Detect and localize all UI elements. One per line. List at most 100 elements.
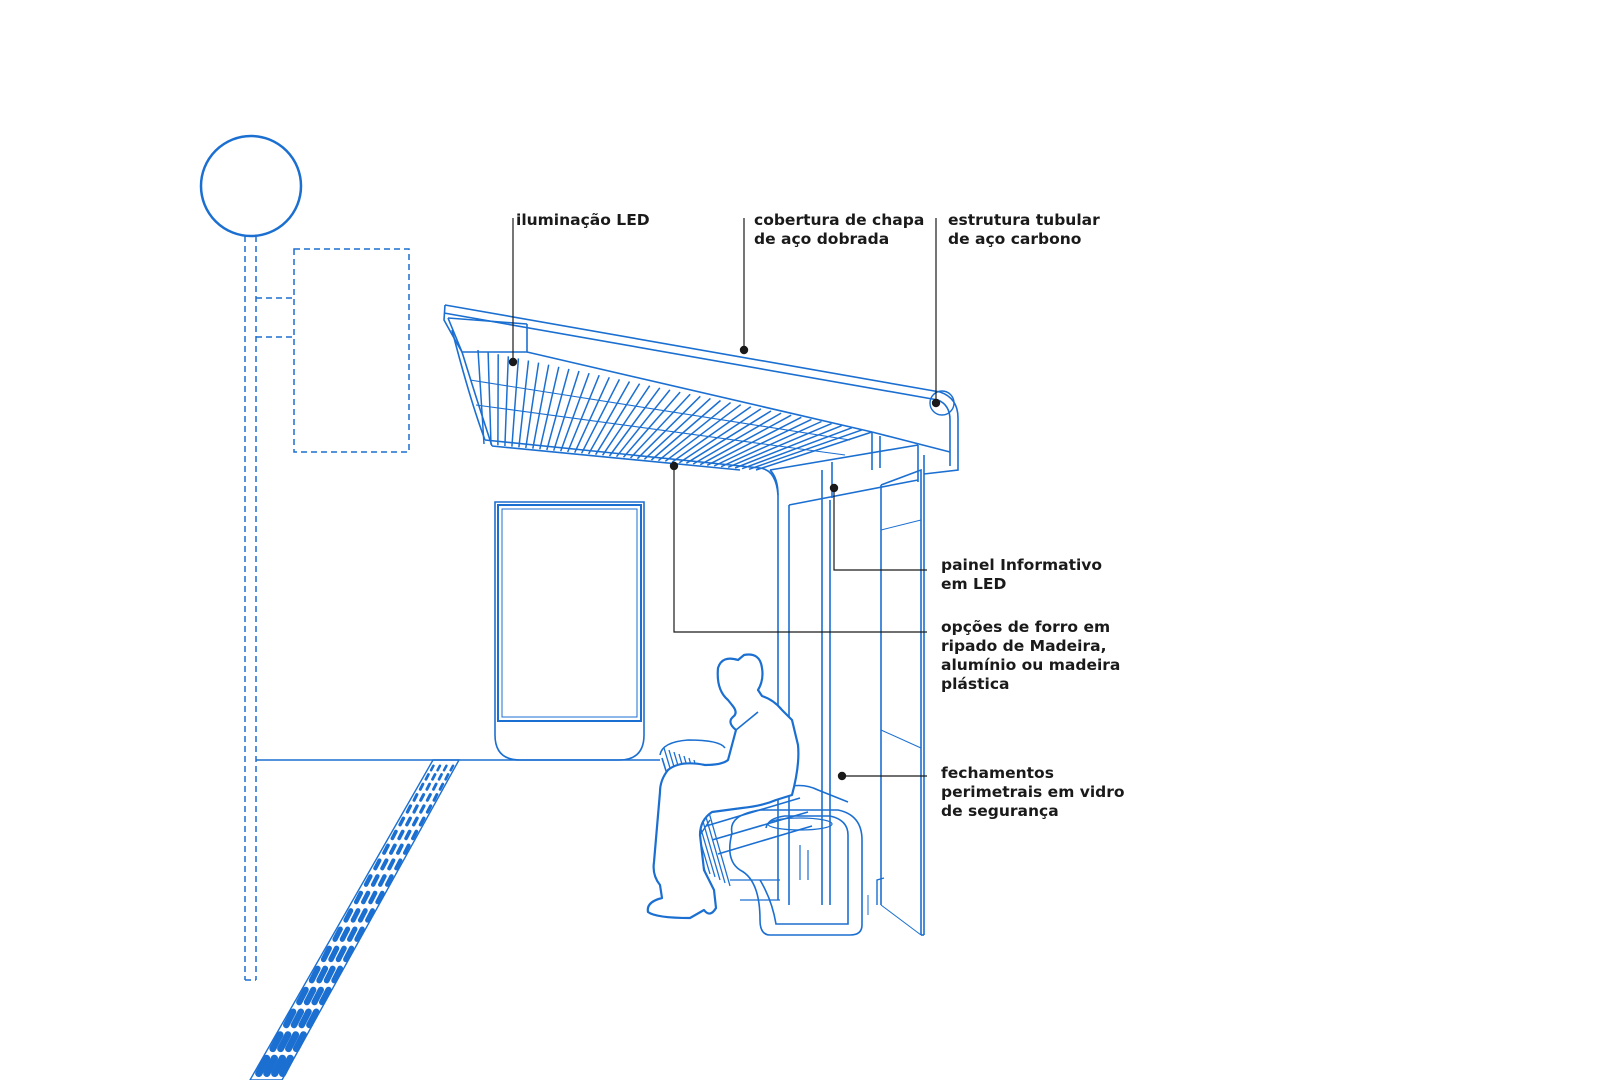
- paving-dash: [390, 829, 398, 841]
- paving-dash: [357, 908, 368, 923]
- paving-dash: [320, 945, 332, 963]
- paving-dash: [373, 858, 382, 871]
- ceiling-slat: [608, 387, 661, 457]
- ceiling-slat: [511, 358, 520, 447]
- ceiling-slat: [706, 416, 802, 466]
- advertising-panel: [494, 501, 645, 761]
- paving-dash: [283, 1008, 297, 1029]
- paving-dash: [398, 816, 406, 827]
- paving-dash: [411, 816, 419, 827]
- paving-dash: [424, 773, 430, 781]
- paving-dash: [316, 965, 329, 984]
- paving-dash: [339, 926, 351, 942]
- paving-dash: [331, 965, 344, 984]
- ceiling-slat: [748, 429, 863, 471]
- ceiling-slat: [518, 360, 530, 448]
- tactile-paving: [249, 759, 461, 1080]
- ceiling-slat: [678, 408, 762, 464]
- paving-dash: [419, 793, 426, 802]
- paving-dash: [418, 816, 426, 827]
- ceiling-slat: [532, 364, 550, 449]
- ceiling-slat: [741, 427, 853, 470]
- ceiling-slat: [477, 349, 485, 445]
- ceiling-slat: [671, 406, 752, 463]
- label-structure: estrutura tubular de aço carbono: [948, 211, 1100, 248]
- bus-stop-sign-disc: [199, 134, 303, 238]
- ceiling-slat: [713, 418, 812, 467]
- paving-dash: [425, 793, 432, 802]
- paving-dash: [394, 858, 403, 871]
- paving-dash: [411, 829, 419, 841]
- glass-enclosure: [769, 455, 925, 936]
- roof: [443, 304, 959, 506]
- paving-dash: [396, 843, 404, 855]
- paving-dash: [347, 926, 358, 942]
- paving-dash: [296, 986, 309, 1006]
- paving-dash: [306, 1008, 320, 1029]
- ceiling-slat: [657, 402, 732, 462]
- paving-dash: [382, 843, 390, 855]
- paving-dash: [405, 816, 412, 827]
- ceiling-slat: [559, 372, 590, 452]
- label-ceiling: opções de forro em ripado de Madeira, al…: [941, 618, 1121, 693]
- ceiling-slat: [525, 362, 540, 449]
- paving-dash: [311, 986, 324, 1006]
- ceiling-slat: [727, 422, 832, 468]
- paving-dash: [328, 945, 340, 963]
- ceiling-slat: [629, 393, 691, 459]
- paving-dash: [285, 1031, 300, 1053]
- label-roof: cobertura de chapa de aço dobrada: [754, 211, 925, 248]
- ceiling-slat: [487, 352, 492, 445]
- paving-dash: [271, 1054, 287, 1078]
- paving-dash: [425, 804, 433, 814]
- paving-dash: [387, 858, 396, 871]
- paving-dash: [354, 926, 365, 942]
- paving-dash: [404, 829, 412, 841]
- paving-dash: [378, 874, 387, 887]
- ceiling-slat: [664, 404, 742, 462]
- paving-dash: [298, 1008, 312, 1029]
- ceiling-slats: [477, 349, 873, 471]
- leader-lines: [512, 218, 937, 777]
- label-led-lighting: iluminação LED: [516, 211, 650, 229]
- ceiling-slat: [552, 370, 580, 451]
- paving-dash: [449, 764, 455, 772]
- structure-tube: [929, 390, 955, 416]
- ceiling-slat: [643, 397, 711, 460]
- paving-dash: [277, 1031, 292, 1053]
- paving-dash: [436, 764, 442, 772]
- paving-dash: [368, 890, 378, 905]
- paving-dash: [365, 908, 375, 923]
- paving-dash: [335, 945, 347, 963]
- paving-dash: [412, 793, 419, 802]
- paving-dash: [350, 908, 361, 923]
- paving-dash: [360, 890, 371, 905]
- paving-dash: [397, 829, 405, 841]
- paving-dash: [319, 986, 332, 1006]
- ceiling-slat: [504, 356, 510, 447]
- paving-dash: [303, 986, 317, 1006]
- paving-dash: [385, 874, 394, 887]
- ceiling-slat: [734, 425, 842, 469]
- ceiling-slat: [580, 379, 621, 454]
- ceiling-slat: [546, 368, 570, 451]
- ceiling-slat: [650, 399, 721, 461]
- bus-stop-sign: [199, 134, 410, 981]
- ceiling-slat: [594, 383, 641, 456]
- paving-dash: [353, 890, 364, 905]
- paving-dash: [278, 1054, 294, 1078]
- paving-dash: [380, 858, 389, 871]
- paving-dash: [375, 890, 385, 905]
- paving-dash: [389, 843, 397, 855]
- paving-dash: [412, 804, 419, 814]
- ceiling-slat: [622, 391, 681, 458]
- paving-dash: [425, 782, 431, 791]
- paving-dash: [323, 965, 336, 984]
- ceiling-slat: [587, 381, 631, 455]
- label-glass: fechamentos perimetrais em vidro de segu…: [941, 764, 1125, 820]
- paving-dash: [292, 1031, 307, 1053]
- ceiling-slat: [636, 395, 701, 460]
- paving-dash: [442, 764, 448, 772]
- leader-info-panel: [833, 488, 927, 571]
